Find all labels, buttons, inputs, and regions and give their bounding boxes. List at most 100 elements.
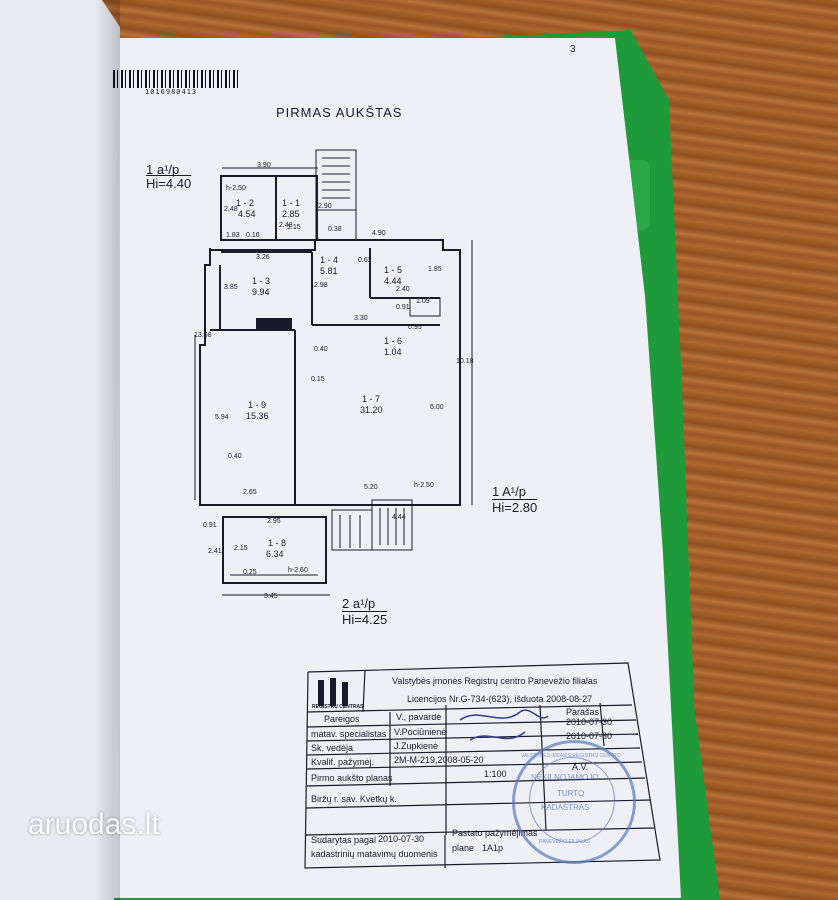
dimension-label: 1.85 [428,266,442,273]
stamp-line: VALSTYBĖS ĮMONĖS REGISTRŲ CENTRO [521,753,621,759]
organization-name: Valstybės įmonės Registrų centro Panevėž… [392,676,598,686]
dimension-label: h-2.50 [226,185,246,192]
compiled-source: kadastrinių matavimų duomenis [311,849,438,859]
room-id: 1 - 3 [252,276,271,286]
dimension-label: 0.95 [408,324,422,331]
room-area: 4.44 [384,276,402,286]
top-left-height: Hi=4.40 [146,176,192,191]
barcode-number: 1016980413 [145,88,198,96]
stamp-line: KADASTRAS [541,803,590,812]
top-left-code: 1 a¹/p [146,162,180,177]
dimension-label: 1.09 [416,298,430,305]
back-page [0,0,120,900]
dimension-label: 2.15 [234,545,248,552]
page-number: 3 [570,44,576,55]
plan-name: Pirmo aukšto planas [311,773,393,783]
dimension-label: 0.25 [243,569,257,576]
dimension-label: 0.15 [311,376,325,383]
bottom-code: 2 a¹/p [342,596,376,611]
row1-name: V.Pociūnienė [394,727,447,737]
dimension-label: 0.40 [228,453,242,460]
stamp-line: TURTO [557,789,585,798]
dimension-label: 4.44 [392,514,406,521]
page-shadow [95,0,120,900]
dimension-label: 2.41 [208,548,222,555]
dimension-label: 0.62 [358,257,372,264]
room-id: 1 - 9 [248,400,267,410]
dimension-label: 3.26 [256,254,270,261]
certificate-label: Pastato pažymėjimas [452,828,538,838]
plan-title: PIRMAS AUKŠTAS [276,105,403,120]
dimension-label: 3.90 [257,162,271,169]
scale: 1:100 [484,769,507,779]
dimension-label: 2.48 [279,222,293,229]
room-id: 1 - 6 [384,336,403,346]
dimension-label: 4.90 [372,230,386,237]
dimension-label: 2.48 [224,206,238,213]
dimension-label: 0.91 [203,522,217,529]
dimension-label: 1.15 [287,224,301,231]
dimension-label: 5.94 [215,414,229,421]
room-area: 2.85 [282,209,300,219]
room-area: 5.81 [320,266,338,276]
dimension-label: 0.40 [314,346,328,353]
bottom-height: Hi=4.25 [342,612,388,627]
room-area: 9.94 [252,287,270,297]
dimension-label: h-2.60 [288,567,308,574]
dimension-label: 6.00 [430,404,444,411]
dimension-label: 3.30 [354,315,368,322]
dimension-label: 2.95 [267,518,281,525]
stamp-inner-ring [529,757,615,843]
dimension-label: 5.20 [364,484,378,491]
date-value: 2010-07-30 [566,717,613,727]
dimension-label: 2.90 [318,203,332,210]
dimension-label: 13.08 [194,332,212,339]
room-area: 15.36 [246,411,269,421]
dimension-label: 0.91 [396,304,410,311]
stamp-line: NEKILNOJAMOJO [531,773,599,782]
room-id: 1 - 2 [236,198,255,208]
compiled-date: 2010-07-30 [378,834,425,844]
official-stamp: VALSTYBĖS ĮMONĖS REGISTRŲ CENTRO NEKILNO… [512,740,636,864]
license-text: Licencijos Nr.G-734-(623), išduota 2008-… [407,694,593,704]
compiled-label: Sudarytas pagal [311,835,377,845]
site-watermark: aruodas.lt [28,808,160,841]
row3-value: 2M-M-219,2008-05-20 [394,755,484,765]
row2-date: 2010-07-30 [566,731,613,741]
right-code: 1 A¹/p [492,484,526,499]
room-id: 1 - 7 [362,394,381,404]
stamp-line: PANEVĖŽIO FILIALAS [539,839,591,845]
room-id: 1 - 8 [268,538,287,548]
dimension-label: 1.83 [226,232,240,239]
dimension-label: 10.18 [456,358,474,365]
dimension-label: 2.40 [396,286,410,293]
room-area: 31.20 [360,405,383,415]
registry-logo-text: REGISTRŲ CENTRAS [312,704,364,710]
room-id: 1 - 5 [384,265,403,275]
barcode [113,70,238,88]
room-id: 1 - 4 [320,255,339,265]
dimension-label: 0.16 [246,232,260,239]
dimension-label: 2.65 [243,489,257,496]
row2-role: Sk. vedėja [311,743,354,753]
dimension-label: 2.98 [314,282,328,289]
room-area: 1.04 [384,347,402,357]
dimension-label: h-2.50 [414,482,434,489]
dimension-label: 3.85 [224,284,238,291]
location: Biržų r. sav. Kvetkų k. [311,794,397,804]
row2-name: J.Zupkienė [394,741,439,751]
room-id: 1 - 1 [282,198,301,208]
row1-role: matav. specialistas [311,729,387,739]
col-name: V., pavardė [396,712,442,722]
right-height: Hi=2.80 [492,500,538,515]
certificate-plane: plane [452,843,475,853]
room-area: 6.34 [266,549,284,559]
room-area: 4.54 [238,209,256,219]
certificate-code: 1A1p [482,843,504,853]
dimension-label: 0.38 [328,226,342,233]
dimension-label: 3.45 [264,593,278,600]
row3-role: Kvalif. pažymėj. [311,757,375,767]
col-signature: Parašas [566,707,600,717]
